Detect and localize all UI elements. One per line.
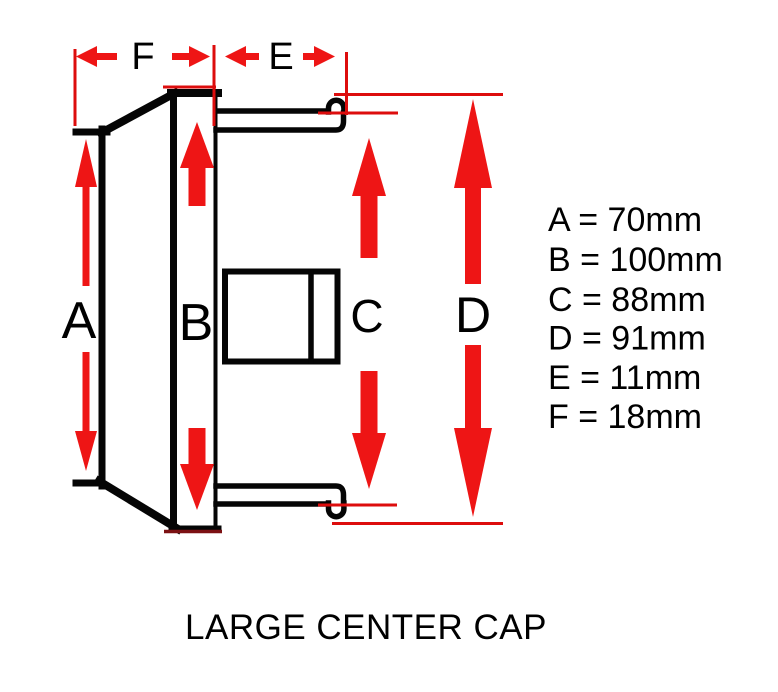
spec-row-e: E = 11mm: [548, 359, 701, 397]
spec-row-a: A = 70mm: [548, 201, 702, 239]
arrow-f-left-icon: [76, 46, 97, 67]
arrow-d-up-icon: [454, 99, 492, 188]
arrow-e-right-icon: [314, 46, 335, 67]
spec-row-f: F = 18mm: [548, 398, 702, 436]
bottom-clip-hook: [325, 500, 347, 520]
diagram-caption: LARGE CENTER CAP: [185, 608, 547, 647]
dim-e-arrows: [225, 46, 335, 67]
top-clip: [213, 97, 347, 133]
dim-label-d: D: [455, 287, 491, 343]
dim-label-f: F: [131, 36, 154, 78]
dim-b-arrows: [180, 122, 214, 510]
arrow-c-up-icon: [352, 138, 386, 196]
dim-label-a: A: [62, 292, 97, 350]
dim-label-b: B: [179, 294, 214, 352]
dim-label-e: E: [268, 36, 293, 78]
dim-label-c: C: [350, 290, 383, 342]
arrow-c-down-icon: [352, 433, 386, 489]
reference-lines: [73, 45, 503, 534]
spec-row-d: D = 91mm: [548, 320, 706, 358]
cap-profile: [72, 87, 347, 535]
spec-row-c: C = 88mm: [548, 281, 706, 319]
arrow-a-up-icon: [75, 139, 97, 187]
arrow-e-left-icon: [225, 46, 246, 67]
arrow-d-down-icon: [454, 428, 492, 517]
arrow-f-right-icon: [189, 46, 210, 67]
dimension-letter-labels: F E A B C D: [62, 36, 491, 352]
dim-c-arrows: [352, 138, 386, 489]
cap-bottom-slant: [93, 475, 184, 535]
dim-d-arrows: [454, 99, 492, 517]
top-clip-hook: [325, 97, 347, 115]
cap-top-slant: [95, 87, 181, 139]
dim-a-arrows: [75, 139, 97, 471]
dim-f-arrows: [76, 46, 210, 67]
center-hub: [222, 268, 341, 365]
arrow-b-up-icon: [180, 122, 214, 168]
dimension-arrows: [75, 46, 492, 517]
bottom-clip: [213, 483, 347, 520]
arrow-b-down-icon: [180, 464, 214, 510]
spec-list: A = 70mm B = 100mm C = 88mm D = 91mm E =…: [548, 201, 723, 436]
arrow-a-down-icon: [75, 431, 97, 471]
spec-row-b: B = 100mm: [548, 241, 723, 279]
